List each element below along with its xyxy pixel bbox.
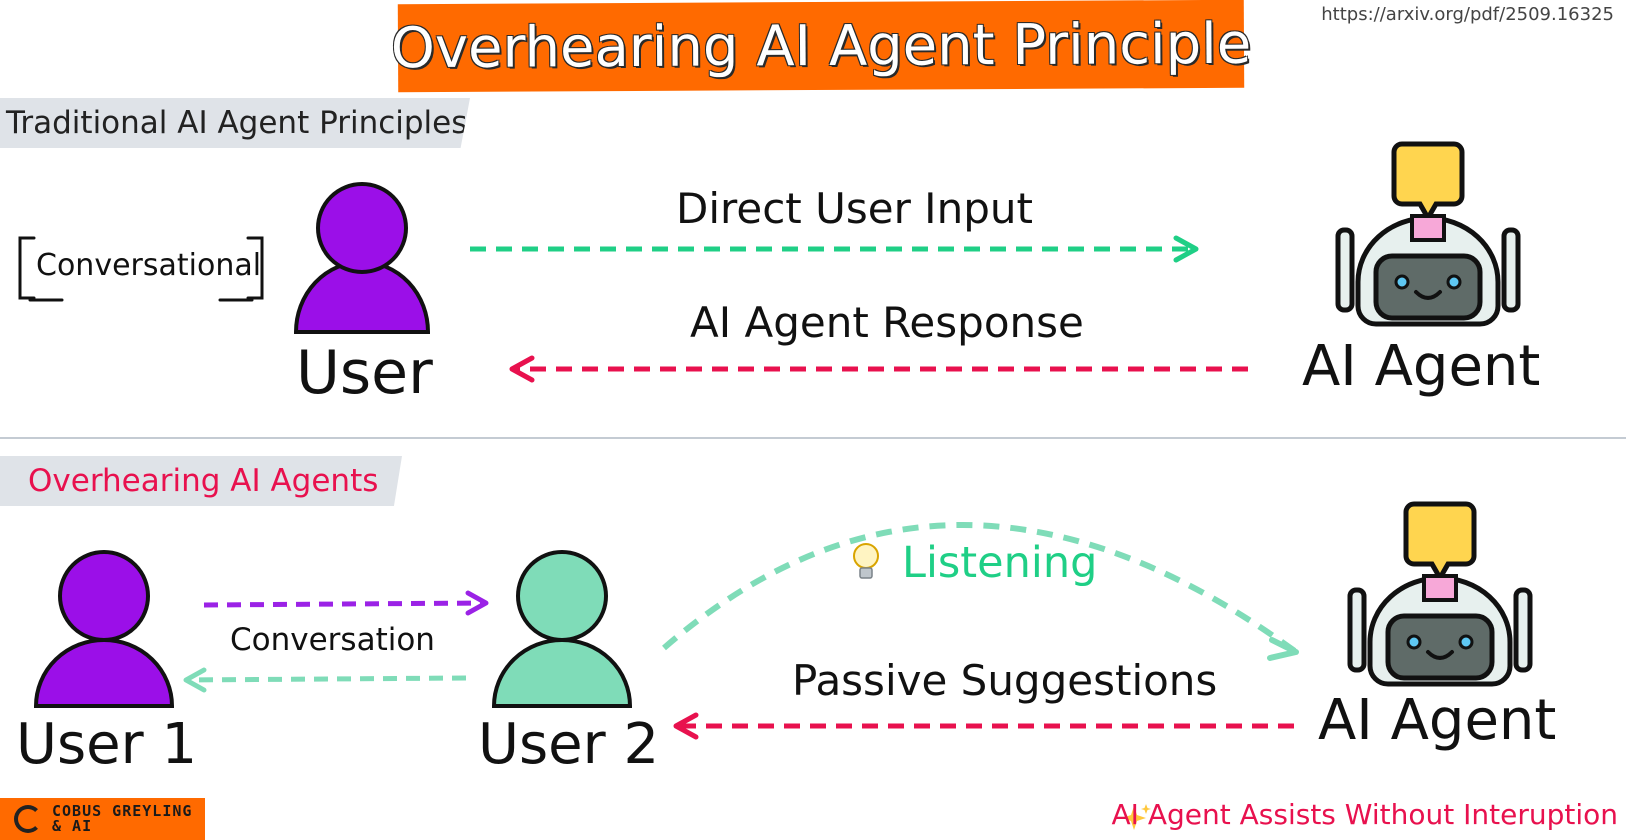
- agent-label-bottom: AI Agent: [1318, 688, 1556, 753]
- conversation-arrow-right: [204, 593, 486, 613]
- c-logo-icon: [14, 805, 42, 833]
- direct-input-label: Direct User Input: [676, 184, 1033, 233]
- direct-input-arrow: [470, 238, 1196, 260]
- robot-icon: [1350, 504, 1530, 684]
- robot-icon: [1338, 144, 1518, 324]
- user-label: User: [296, 338, 433, 408]
- response-label: AI Agent Response: [690, 298, 1084, 347]
- response-arrow: [512, 358, 1248, 380]
- user1-label: User 1: [16, 712, 197, 777]
- conversation-arrow-left: [186, 670, 466, 690]
- lightbulb-icon: [854, 544, 878, 578]
- brand-text: COBUS GREYLING & AI: [52, 804, 192, 834]
- brand-logo: COBUS GREYLING & AI: [0, 798, 205, 840]
- conversational-label: Conversational: [36, 248, 261, 283]
- user-icon: [296, 184, 428, 332]
- suggestions-label: Passive Suggestions: [792, 656, 1217, 705]
- listening-label: Listening: [902, 538, 1097, 588]
- footer-note: AI Agent Assists Without Interuption: [1112, 798, 1618, 831]
- user2-label: User 2: [478, 712, 659, 777]
- conversation-label: Conversation: [230, 622, 435, 658]
- agent-label-top: AI Agent: [1302, 334, 1540, 399]
- user2-icon: [494, 552, 630, 706]
- suggestions-arrow: [676, 715, 1294, 737]
- user1-icon: [36, 552, 172, 706]
- brand-line-2: & AI: [52, 819, 192, 834]
